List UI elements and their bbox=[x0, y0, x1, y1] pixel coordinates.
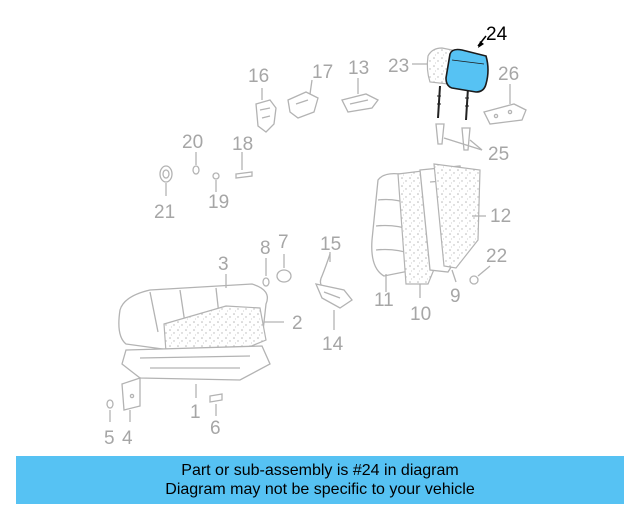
part-13-handle bbox=[341, 78, 379, 113]
callout-7: 7 bbox=[278, 232, 289, 253]
callout-26: 26 bbox=[498, 64, 519, 85]
banner-line-disclaimer: Diagram may not be specific to your vehi… bbox=[165, 481, 475, 498]
callout-23: 23 bbox=[388, 56, 409, 77]
part-8-clip bbox=[262, 258, 270, 287]
part-4-cover bbox=[121, 377, 141, 422]
callout-24: 24 bbox=[486, 24, 508, 45]
part-22-screw bbox=[469, 265, 491, 285]
part-21-grommet bbox=[159, 165, 173, 196]
part-25-guides bbox=[435, 123, 483, 151]
callout-13: 13 bbox=[348, 58, 369, 79]
part-14-lever bbox=[314, 283, 353, 330]
part-15-wire bbox=[319, 252, 331, 289]
callout-12: 12 bbox=[490, 206, 511, 227]
callout-4: 4 bbox=[122, 428, 133, 449]
part-19-nut bbox=[212, 172, 220, 192]
callout-8: 8 bbox=[260, 238, 271, 259]
callout-1: 1 bbox=[190, 402, 201, 423]
part-7-knob bbox=[276, 254, 292, 283]
part-20-clip bbox=[192, 152, 200, 175]
part-16-track-cover bbox=[255, 88, 277, 133]
callout-18: 18 bbox=[232, 134, 253, 155]
callout-25: 25 bbox=[488, 144, 509, 165]
part-12-seatback-panel bbox=[433, 163, 486, 269]
callout-3: 3 bbox=[218, 254, 229, 275]
callout-2: 2 bbox=[292, 313, 303, 334]
callout-11: 11 bbox=[374, 290, 394, 311]
callout-14: 14 bbox=[322, 334, 344, 355]
part-26-bezel bbox=[483, 84, 527, 125]
callout-10: 10 bbox=[410, 304, 431, 325]
part-24-headrest bbox=[437, 35, 489, 121]
info-banner: Part or sub-assembly is #24 in diagram D… bbox=[16, 456, 624, 504]
parts-diagram: 1 2 3 4 5 6 7 8 9 10 11 12 13 14 15 16 1… bbox=[104, 24, 527, 449]
callout-19: 19 bbox=[208, 192, 229, 213]
part-1-seat-frame bbox=[121, 345, 271, 398]
callout-22: 22 bbox=[486, 246, 507, 267]
part-6-screw bbox=[209, 393, 223, 416]
callout-9: 9 bbox=[450, 286, 461, 307]
callout-21: 21 bbox=[154, 202, 175, 223]
part-17-bracket bbox=[287, 79, 319, 119]
banner-line-part: Part or sub-assembly is #24 in diagram bbox=[181, 462, 459, 479]
callout-5: 5 bbox=[104, 428, 115, 449]
callout-15: 15 bbox=[320, 234, 341, 255]
callout-17: 17 bbox=[312, 62, 333, 83]
callout-6: 6 bbox=[210, 418, 221, 439]
callout-20: 20 bbox=[182, 132, 203, 153]
part-18-bolt bbox=[235, 152, 253, 179]
part-5-clip bbox=[106, 399, 114, 422]
callout-16: 16 bbox=[248, 66, 269, 87]
